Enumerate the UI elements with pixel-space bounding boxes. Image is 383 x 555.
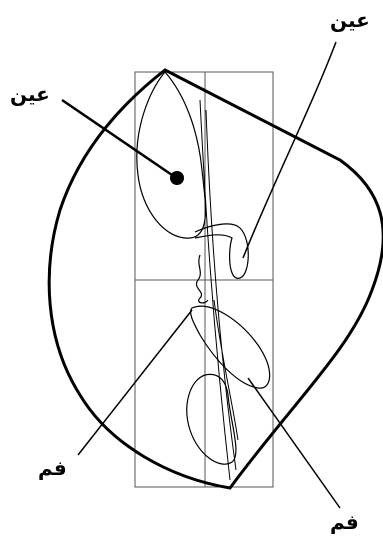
leader-eye-left xyxy=(62,100,172,175)
nose-contour xyxy=(196,255,208,303)
label-mouth-left: فم xyxy=(38,458,67,478)
eye-left-dot xyxy=(170,171,184,185)
label-eye-right: عين xyxy=(330,10,370,30)
label-mouth-right: فم xyxy=(330,512,359,532)
label-eye-left: عين xyxy=(10,84,50,104)
face-outline xyxy=(49,70,383,488)
eye-right-contour xyxy=(195,224,248,278)
leader-mouth-right xyxy=(248,378,340,508)
eye-left-contour xyxy=(137,72,206,238)
